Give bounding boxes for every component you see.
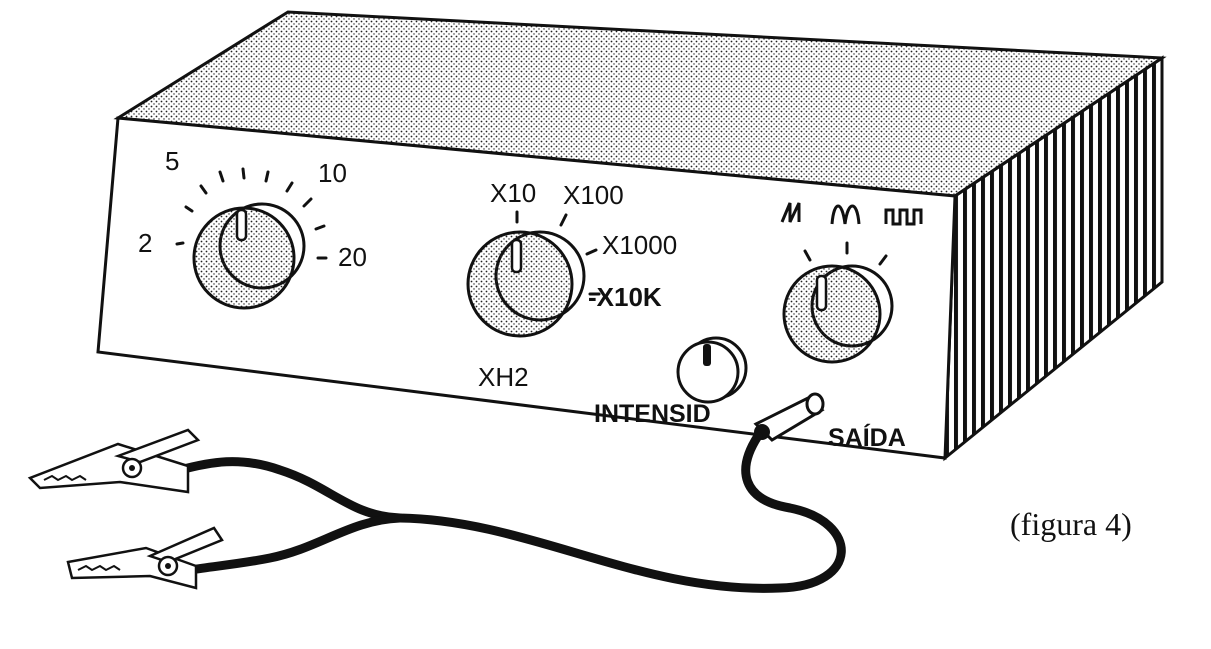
range-dial[interactable] <box>192 202 306 310</box>
output-plug[interactable] <box>753 392 825 442</box>
multiplier-dial-pointer <box>510 238 523 274</box>
range-dial-pointer <box>235 208 248 242</box>
multiplier-dial-ticks <box>515 210 601 296</box>
alligator-clip-lower[interactable] <box>66 526 224 590</box>
range-label-10: 10 <box>318 158 347 188</box>
sine-wave-icon <box>830 204 861 225</box>
multiplier-label-x1000: X1000 <box>602 230 677 260</box>
intensity-knob-pointer <box>703 344 711 366</box>
multiplier-dial[interactable] <box>466 230 586 338</box>
range-label-20: 20 <box>338 242 367 272</box>
alligator-clip-upper[interactable] <box>27 428 201 494</box>
square-wave-icon <box>884 208 923 226</box>
output-cable <box>175 431 846 593</box>
multiplier-label-x100: X100 <box>563 180 624 210</box>
range-dial-ticks <box>175 167 328 260</box>
frequency-unit-label: XH2 <box>478 362 529 392</box>
output-label: SAÍDA <box>828 423 906 452</box>
waveform-dial[interactable] <box>782 264 894 364</box>
intensity-knob[interactable] <box>676 336 748 404</box>
multiplier-label-x10k: -X10K <box>588 282 662 312</box>
waveform-dial-ticks <box>803 241 888 266</box>
figure-caption: (figura 4) <box>1010 506 1132 542</box>
waveform-dial-pointer <box>815 274 828 312</box>
multiplier-label-x10: X10 <box>490 178 536 208</box>
output-cable-branch <box>185 513 405 575</box>
sawtooth-wave-icon <box>780 202 801 223</box>
range-label-5: 5 <box>165 146 179 176</box>
range-label-2: 2 <box>138 228 152 258</box>
intensity-label: INTENSID <box>594 400 711 428</box>
